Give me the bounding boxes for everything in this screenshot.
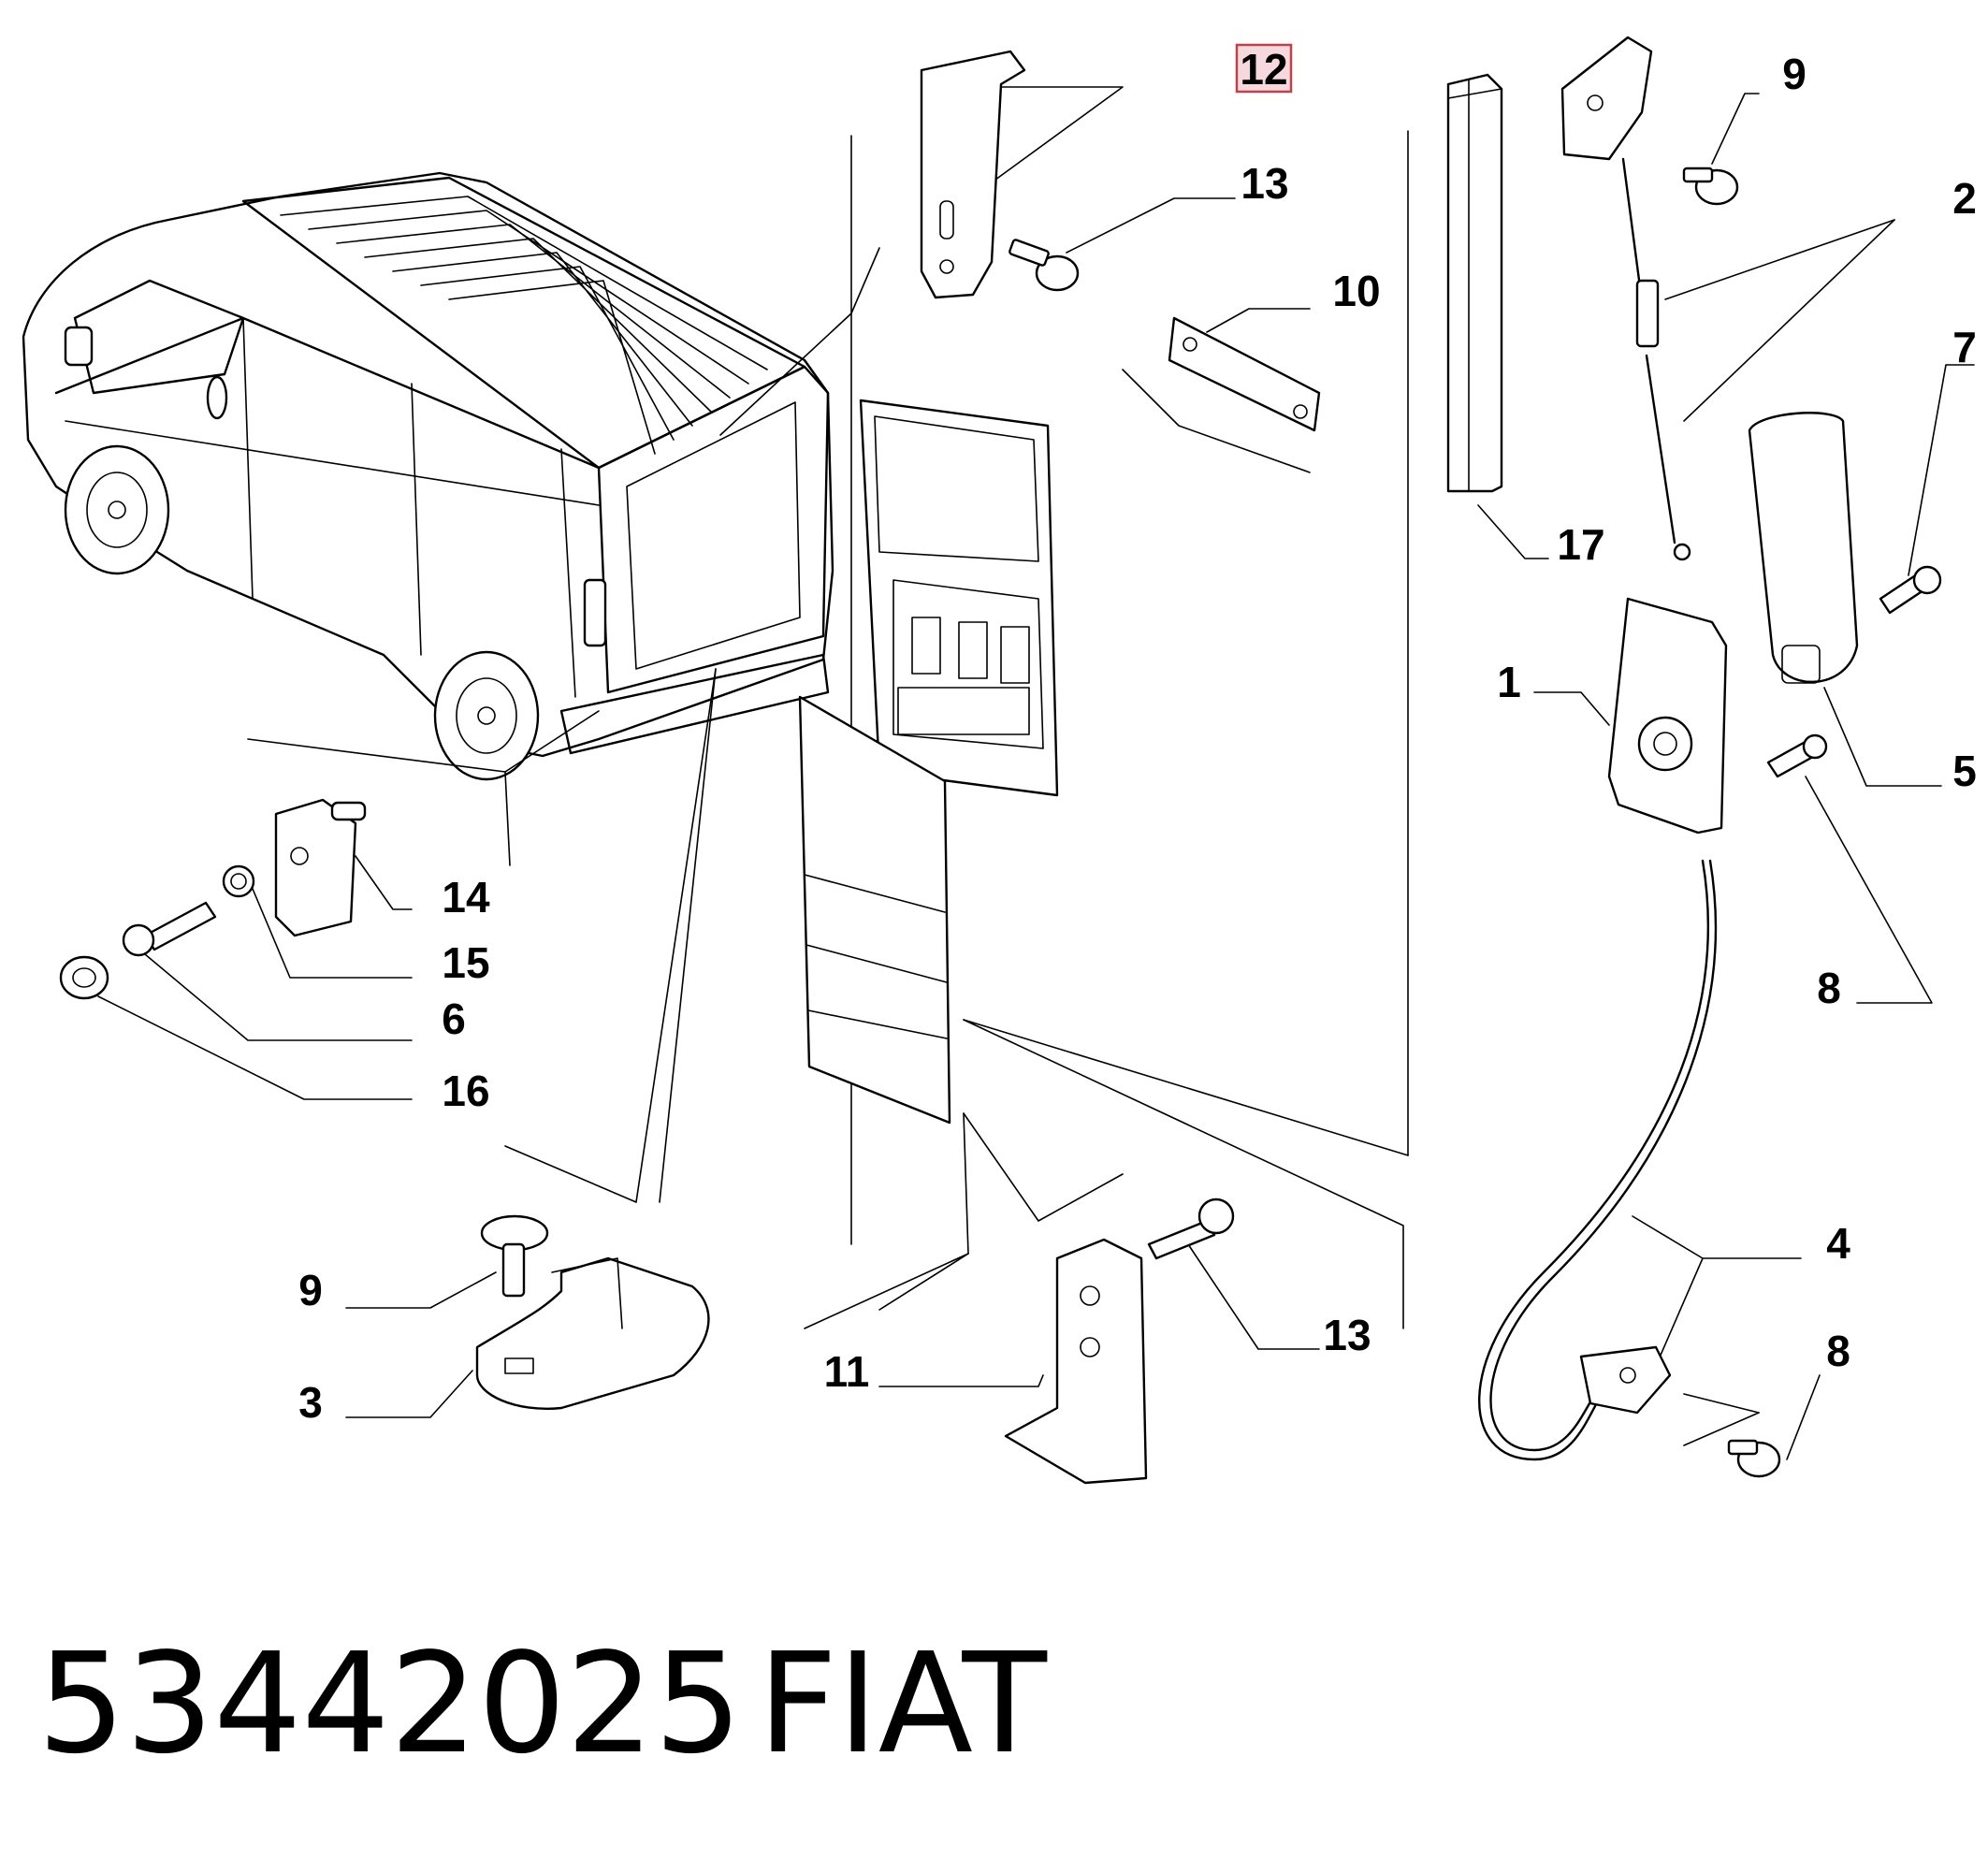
part-bolt-7 <box>1879 565 1942 615</box>
van-illustration <box>22 171 834 781</box>
part-cable-2 <box>1560 36 1691 561</box>
part-bracket-12 <box>920 50 1026 299</box>
callout-10[interactable]: 10 <box>1332 267 1380 315</box>
footer: 53442025 FIAT <box>37 1623 1048 1784</box>
part-bracket-11 <box>1004 1238 1148 1485</box>
leader-lines <box>97 86 1975 1460</box>
part-screw-8-right <box>1766 733 1828 778</box>
part-block-14 <box>274 798 367 937</box>
callout-13-bottom[interactable]: 13 <box>1323 1311 1371 1359</box>
callout-8-bottom[interactable]: 8 <box>1826 1327 1850 1375</box>
part-nut-16 <box>59 955 109 1000</box>
callout-17[interactable]: 17 <box>1557 520 1604 569</box>
callout-8[interactable]: 8 <box>1817 964 1841 1012</box>
part-rear-door <box>859 399 1059 797</box>
callout-1[interactable]: 1 <box>1497 658 1521 706</box>
callout-2[interactable]: 2 <box>1952 174 1977 223</box>
part-rail-17 <box>1446 73 1503 493</box>
part-screw-13-top <box>1009 239 1080 292</box>
callout-3[interactable]: 3 <box>298 1378 323 1427</box>
callout-9[interactable]: 9 <box>1782 50 1807 98</box>
part-plate-3 <box>475 1256 710 1410</box>
callout-16[interactable]: 16 <box>442 1067 489 1115</box>
callout-9-bottom[interactable]: 9 <box>298 1266 323 1314</box>
part-bolt-6 <box>122 901 217 957</box>
callout-11[interactable]: 11 <box>824 1347 870 1396</box>
part-cable-4 <box>1478 859 1718 1461</box>
callout-12-highlight <box>1235 43 1293 94</box>
part-screw-9-bottom <box>480 1214 549 1298</box>
brand-name: FIAT <box>758 1623 1048 1784</box>
callout-6[interactable]: 6 <box>442 994 466 1043</box>
part-handle-5 <box>1748 412 1859 684</box>
part-plate-10 <box>1168 316 1321 432</box>
callout-14[interactable]: 14 <box>442 873 490 922</box>
part-screw-9-top <box>1682 167 1739 206</box>
callout-15[interactable]: 15 <box>442 938 489 987</box>
callout-4[interactable]: 4 <box>1826 1219 1850 1268</box>
callout-13[interactable]: 13 <box>1241 159 1288 208</box>
callout-5[interactable]: 5 <box>1952 747 1977 795</box>
part-side-panel <box>798 695 951 1125</box>
part-number: 53442025 <box>37 1623 742 1784</box>
callout-labels: 12 9 13 2 10 7 17 1 5 14 15 6 8 16 4 9 8… <box>298 43 1977 1427</box>
callout-7[interactable]: 7 <box>1952 323 1977 371</box>
part-washer-15 <box>222 864 255 898</box>
part-screw-8-bottom <box>1727 1439 1781 1478</box>
part-lock-1 <box>1607 597 1728 835</box>
callout-12[interactable]: 12 <box>1240 45 1287 94</box>
part-bolt-13-bottom <box>1147 1198 1235 1260</box>
